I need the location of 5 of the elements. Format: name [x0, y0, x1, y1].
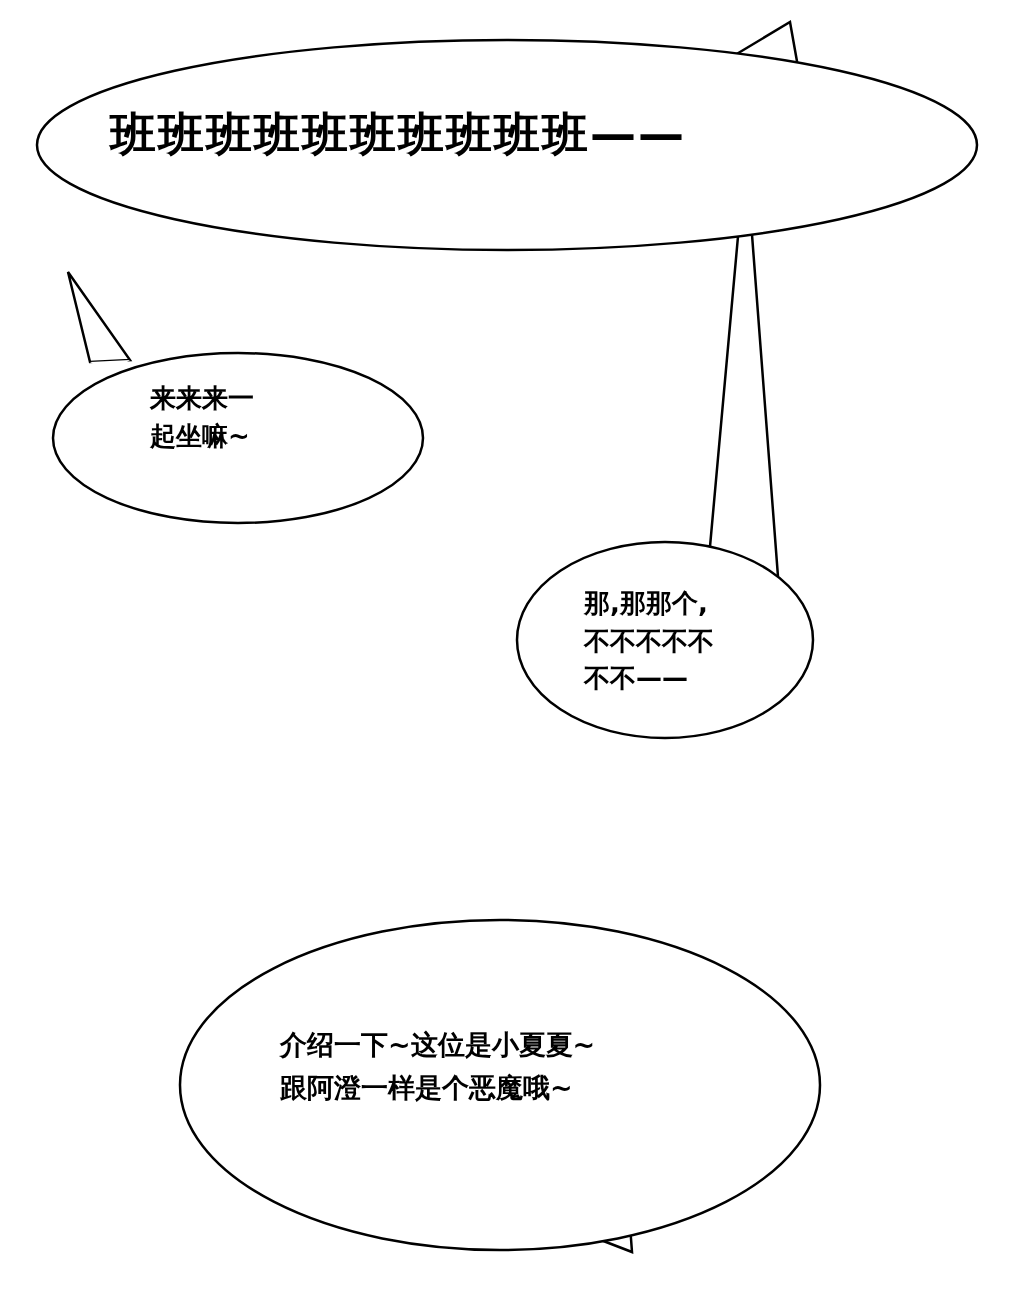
bubble-tail [708, 233, 780, 578]
dialogue-text: 介绍一下~这位是小夏夏~跟阿澄一样是个恶魔哦~ [280, 1028, 597, 1106]
dialogue-text: 来来来一起坐嘛~ [150, 382, 255, 453]
dialogue-text: 那,那那个,不不不不不不不—— [584, 587, 715, 696]
dialogue-text: 班班班班班班班班班班—— [110, 107, 687, 163]
